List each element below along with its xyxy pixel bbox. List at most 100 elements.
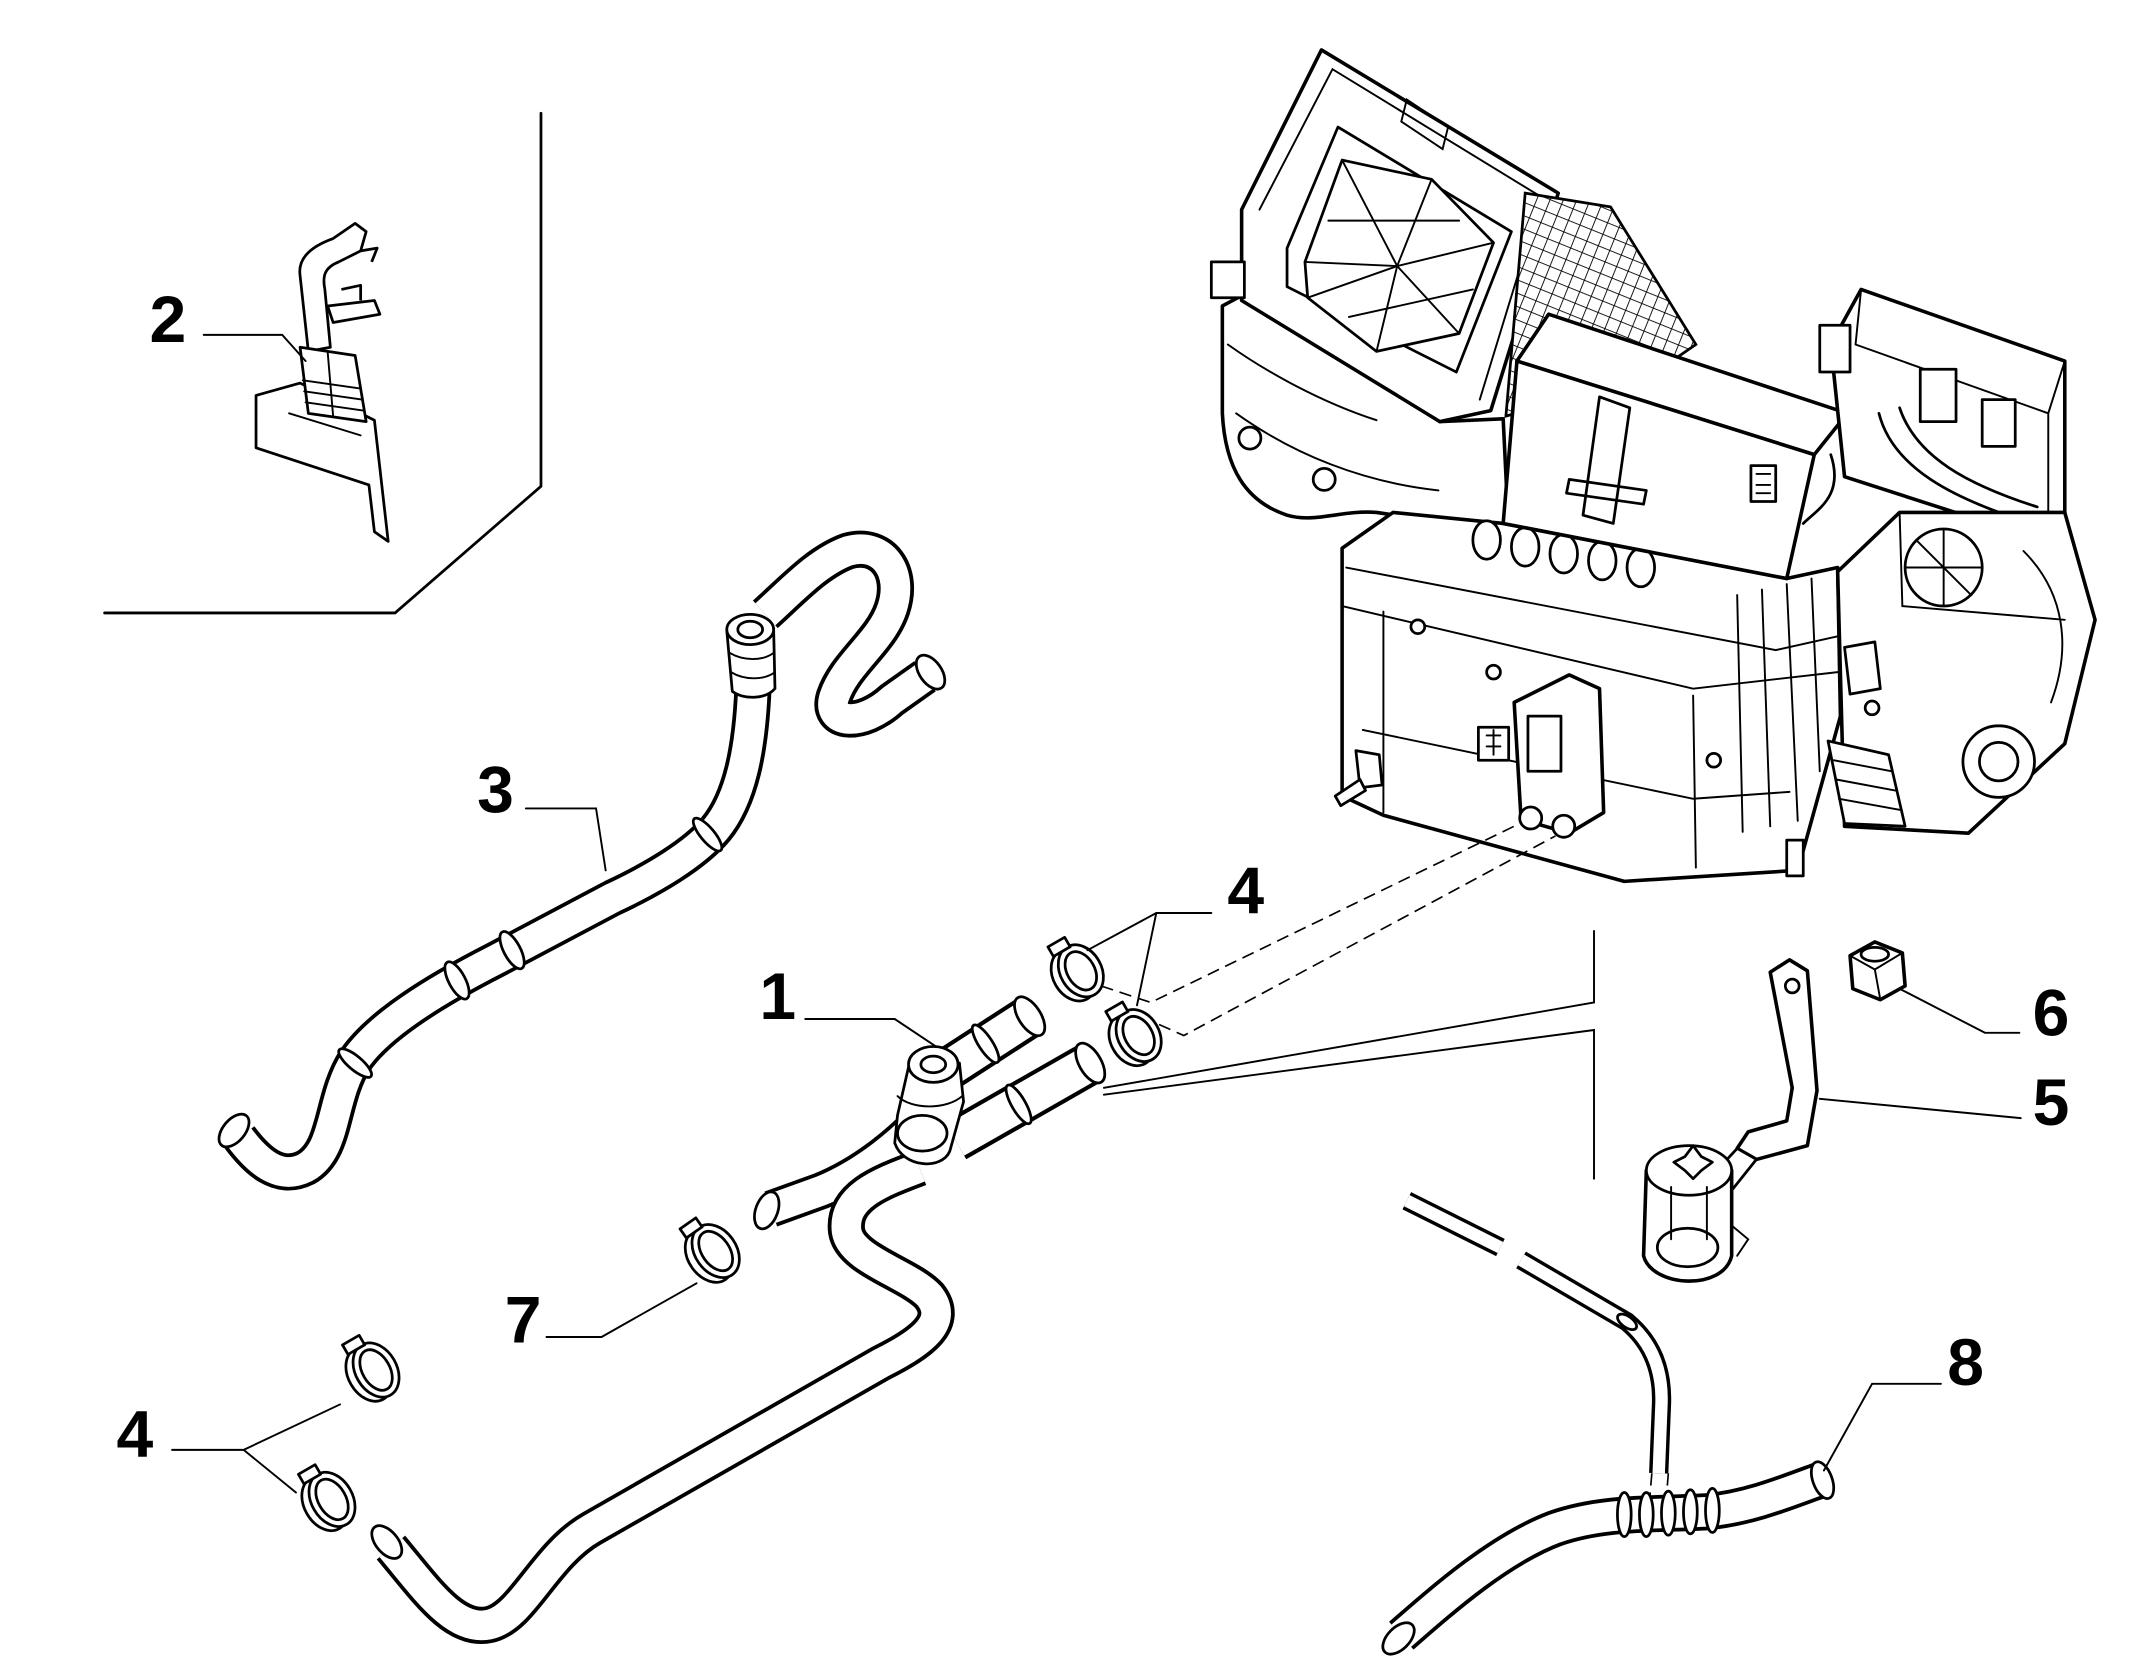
hose-3-sleeve	[443, 960, 471, 1001]
leader-line-3	[524, 807, 607, 872]
leader-line-2	[202, 333, 307, 362]
reference-line-lower	[1103, 1028, 1595, 1180]
housing-left-lobe-seam	[1226, 343, 1440, 492]
leader-line-4-bottom	[171, 1403, 341, 1494]
bracket-part-5	[1641, 958, 1819, 1283]
leader-line-5	[1818, 1097, 2022, 1120]
hose-3-end-right	[914, 653, 947, 691]
hose-3-connector-bore	[736, 619, 764, 640]
casing-rim	[1341, 566, 1839, 814]
hose-8-ring	[1638, 1491, 1655, 1538]
hose-part-8	[1381, 1201, 1838, 1656]
hose-clamp-4-lower-a	[341, 1333, 401, 1403]
callout-6: 6	[2033, 977, 2070, 1051]
hose-8-end-left	[1381, 1621, 1416, 1656]
bracket-hole	[1783, 977, 1801, 995]
actuator-connector	[1980, 398, 2017, 448]
hose-3-joint	[337, 1047, 373, 1079]
hose-8-thin-tube-outline	[1521, 1260, 1662, 1473]
actuator-connector	[1818, 323, 1852, 374]
heater-core-port	[1526, 714, 1563, 773]
inlet-side-tab	[1209, 260, 1246, 300]
callout-7: 7	[505, 1283, 542, 1357]
hose-8-fill	[1401, 1480, 1819, 1636]
filter-box-front	[1501, 359, 1817, 581]
blower-housing-seam	[1898, 511, 2066, 704]
hose-8-ring	[1704, 1487, 1721, 1534]
hose-3-sleeve	[498, 930, 526, 971]
inlet-frame-inner-edge	[1258, 67, 1543, 401]
hose-3-connector-ribs	[728, 651, 776, 680]
blower-knob-inner	[1978, 740, 2020, 783]
clip-grip-lines	[301, 350, 365, 418]
hose-clamp-4-upper-a	[1046, 935, 1105, 1003]
callout-5: 5	[2033, 1066, 2070, 1140]
pipe-a-rib	[970, 1023, 1001, 1065]
hose-3-joint	[691, 816, 724, 853]
reference-line-upper	[1103, 929, 1595, 1089]
pipe-b-end	[1074, 1041, 1107, 1085]
heater-pipe-outlet	[1518, 805, 1544, 831]
clip-plate-edge	[255, 394, 362, 449]
clip-part-2	[254, 222, 390, 543]
hose-8-end-right	[1809, 1460, 1836, 1500]
blower-clip	[1843, 640, 1882, 696]
leader-line-6	[1898, 987, 2021, 1034]
pipe-b-rib	[1004, 1083, 1033, 1126]
callout-2: 2	[150, 283, 187, 357]
bracket-ring-bore	[1655, 1226, 1720, 1269]
housing-left-lobe	[1220, 293, 1511, 534]
hose-3-end-left	[217, 1112, 251, 1149]
filter-box-connector	[1749, 464, 1778, 503]
blower-hole	[1863, 699, 1881, 717]
hose-clamp-4-lower-b	[297, 1463, 357, 1533]
casing-screw	[1409, 618, 1427, 635]
callout-4-bottom: 4	[117, 1398, 154, 1472]
hose-part-3	[217, 549, 947, 1172]
casing-ribs	[1692, 577, 1821, 869]
housing-foot	[1785, 838, 1805, 878]
actuator-connector	[1918, 367, 1958, 423]
casing-screw	[1705, 751, 1723, 769]
y-piece-lower-hub	[896, 1113, 949, 1153]
inset-frame	[103, 111, 543, 615]
filter-box-connector-pins	[1755, 472, 1772, 495]
casing-screw	[1485, 663, 1502, 681]
inlet-grille-rim	[1303, 158, 1495, 353]
hose-clamp-4-upper-b	[1104, 1000, 1163, 1068]
pipe-a-end	[1013, 995, 1047, 1038]
hvac-heater-unit	[1209, 48, 2097, 884]
hose-8-ring	[1616, 1491, 1633, 1538]
leader-line-7	[545, 1282, 698, 1338]
clip-prongs	[326, 246, 382, 324]
hose-3-connector	[725, 626, 777, 699]
hose-8-thin-tube-end-fill	[1407, 1201, 1501, 1248]
callout-8: 8	[1947, 1326, 1984, 1400]
housing-peg	[1237, 425, 1263, 451]
leader-line-1	[804, 1018, 937, 1048]
nut-bore	[1859, 946, 1890, 963]
leader-line-8	[1822, 1382, 1942, 1472]
drain-nipple	[1333, 778, 1367, 808]
hose-8-ring	[1682, 1488, 1699, 1536]
nut-part-6	[1848, 940, 1907, 1002]
filter-box-handle	[1565, 395, 1648, 525]
sensor-plug-pins	[1485, 728, 1502, 756]
y-piece-upper-bore	[919, 1054, 948, 1075]
y-piece-seam	[896, 1095, 964, 1108]
hose-assembly-part-1	[370, 995, 1107, 1626]
leader-line-4-top	[1086, 912, 1213, 1007]
hose-1-stub-end	[753, 1190, 781, 1231]
hose-3-upper-fill	[765, 549, 925, 719]
hose-8-thin-tube-joint	[1616, 1312, 1638, 1331]
callout-3: 3	[477, 754, 514, 828]
blower-fan-spokes	[1904, 528, 1984, 608]
clip-upper-hook	[298, 222, 368, 353]
hose-1-long-end	[370, 1524, 404, 1560]
inlet-grille-spokes	[1303, 159, 1495, 353]
bracket-ring-slot	[1670, 1185, 1750, 1257]
callout-1: 1	[759, 960, 796, 1034]
nut-edges	[1849, 951, 1904, 1001]
hose-8-ring	[1660, 1489, 1677, 1537]
